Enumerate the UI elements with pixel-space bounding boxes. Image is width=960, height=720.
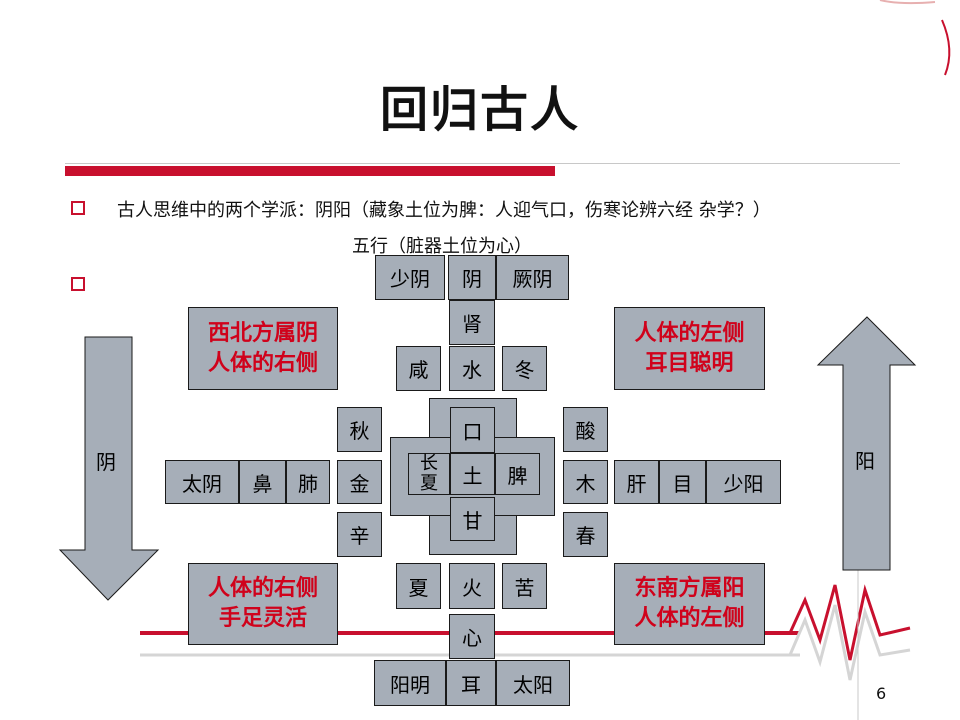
metal-box: 金	[337, 460, 382, 504]
winter-box: 冬	[502, 346, 547, 391]
ear-box: 耳	[446, 660, 496, 706]
yangming-box: 阳明	[374, 660, 446, 706]
top-right-arc	[941, 19, 951, 76]
spring-box: 春	[563, 512, 608, 557]
top-right-swoosh	[879, 0, 936, 5]
northwest-yin-label-box: 西北方属阴 人体的右侧	[188, 307, 338, 390]
yin-down-arrow	[58, 336, 160, 601]
corner-line: 西北方属阴	[207, 320, 318, 346]
yang-up-arrow	[816, 316, 917, 571]
southeast-yang-label-box: 东南方属阳 人体的左侧	[614, 563, 765, 645]
heartbeat-wave-shadow	[788, 604, 911, 681]
title-accent-bar	[65, 166, 555, 176]
corner-line: 人体的右侧	[207, 350, 318, 376]
corner-line: 人体的左侧	[634, 320, 745, 346]
taiyang-box: 太阳	[496, 660, 570, 706]
north-shaoyin-box: 少阴	[375, 255, 445, 300]
liver-box: 肝	[614, 460, 659, 504]
bullet-marker-empty	[71, 277, 85, 291]
left-side-ear-eye-label-box: 人体的左侧 耳目聪明	[614, 307, 765, 390]
late-summer-char: 长	[420, 453, 438, 474]
salty-box: 咸	[396, 346, 441, 391]
taiyin-box: 太阴	[165, 460, 239, 504]
corner-line: 手足灵活	[218, 606, 307, 631]
north-jueyin-box: 厥阴	[496, 255, 569, 300]
title-divider-line	[65, 163, 900, 164]
mouth-box: 口	[450, 407, 495, 453]
north-yin-box: 阴	[448, 255, 496, 300]
heartbeat-wave	[788, 584, 911, 661]
kidney-box: 肾	[449, 300, 495, 345]
heart-box: 心	[449, 614, 495, 659]
bullet-text-2: 五行（脏器土位为心）	[352, 236, 532, 257]
page-title: 回归古人	[379, 82, 580, 138]
lung-box: 肺	[286, 460, 330, 504]
spleen-box: 脾	[495, 453, 540, 495]
late-summer-char: 夏	[420, 473, 438, 494]
page-number: 6	[876, 684, 887, 703]
late-summer-box: 长 夏	[408, 453, 450, 495]
corner-line: 人体的右侧	[207, 576, 318, 601]
water-box: 水	[449, 346, 495, 391]
yin-arrow-label: 阴	[96, 450, 116, 474]
bullet-marker	[71, 201, 85, 215]
corner-line: 东南方属阳	[634, 576, 745, 601]
earth-box: 土	[450, 453, 495, 495]
bitter-box: 苦	[502, 563, 547, 609]
autumn-box: 秋	[337, 407, 382, 452]
shaoyang-box: 少阳	[706, 460, 781, 504]
bullet-text-1: 古人思维中的两个学派：阴阳（藏象土位为脾：人迎气口，伤寒论辨六经 杂学？）	[117, 200, 771, 221]
pungent-box: 辛	[337, 512, 382, 557]
corner-line: 耳目聪明	[645, 350, 734, 376]
wood-box: 木	[563, 460, 608, 504]
eye-box: 目	[659, 460, 706, 504]
sweet-box: 甘	[450, 497, 495, 541]
yang-arrow-label: 阳	[855, 449, 875, 473]
nose-box: 鼻	[239, 460, 286, 504]
corner-line: 人体的左侧	[634, 606, 745, 631]
right-side-hand-foot-label-box: 人体的右侧 手足灵活	[188, 563, 338, 645]
fire-box: 火	[449, 563, 495, 609]
sour-box: 酸	[563, 407, 608, 452]
summer-box: 夏	[396, 563, 441, 609]
